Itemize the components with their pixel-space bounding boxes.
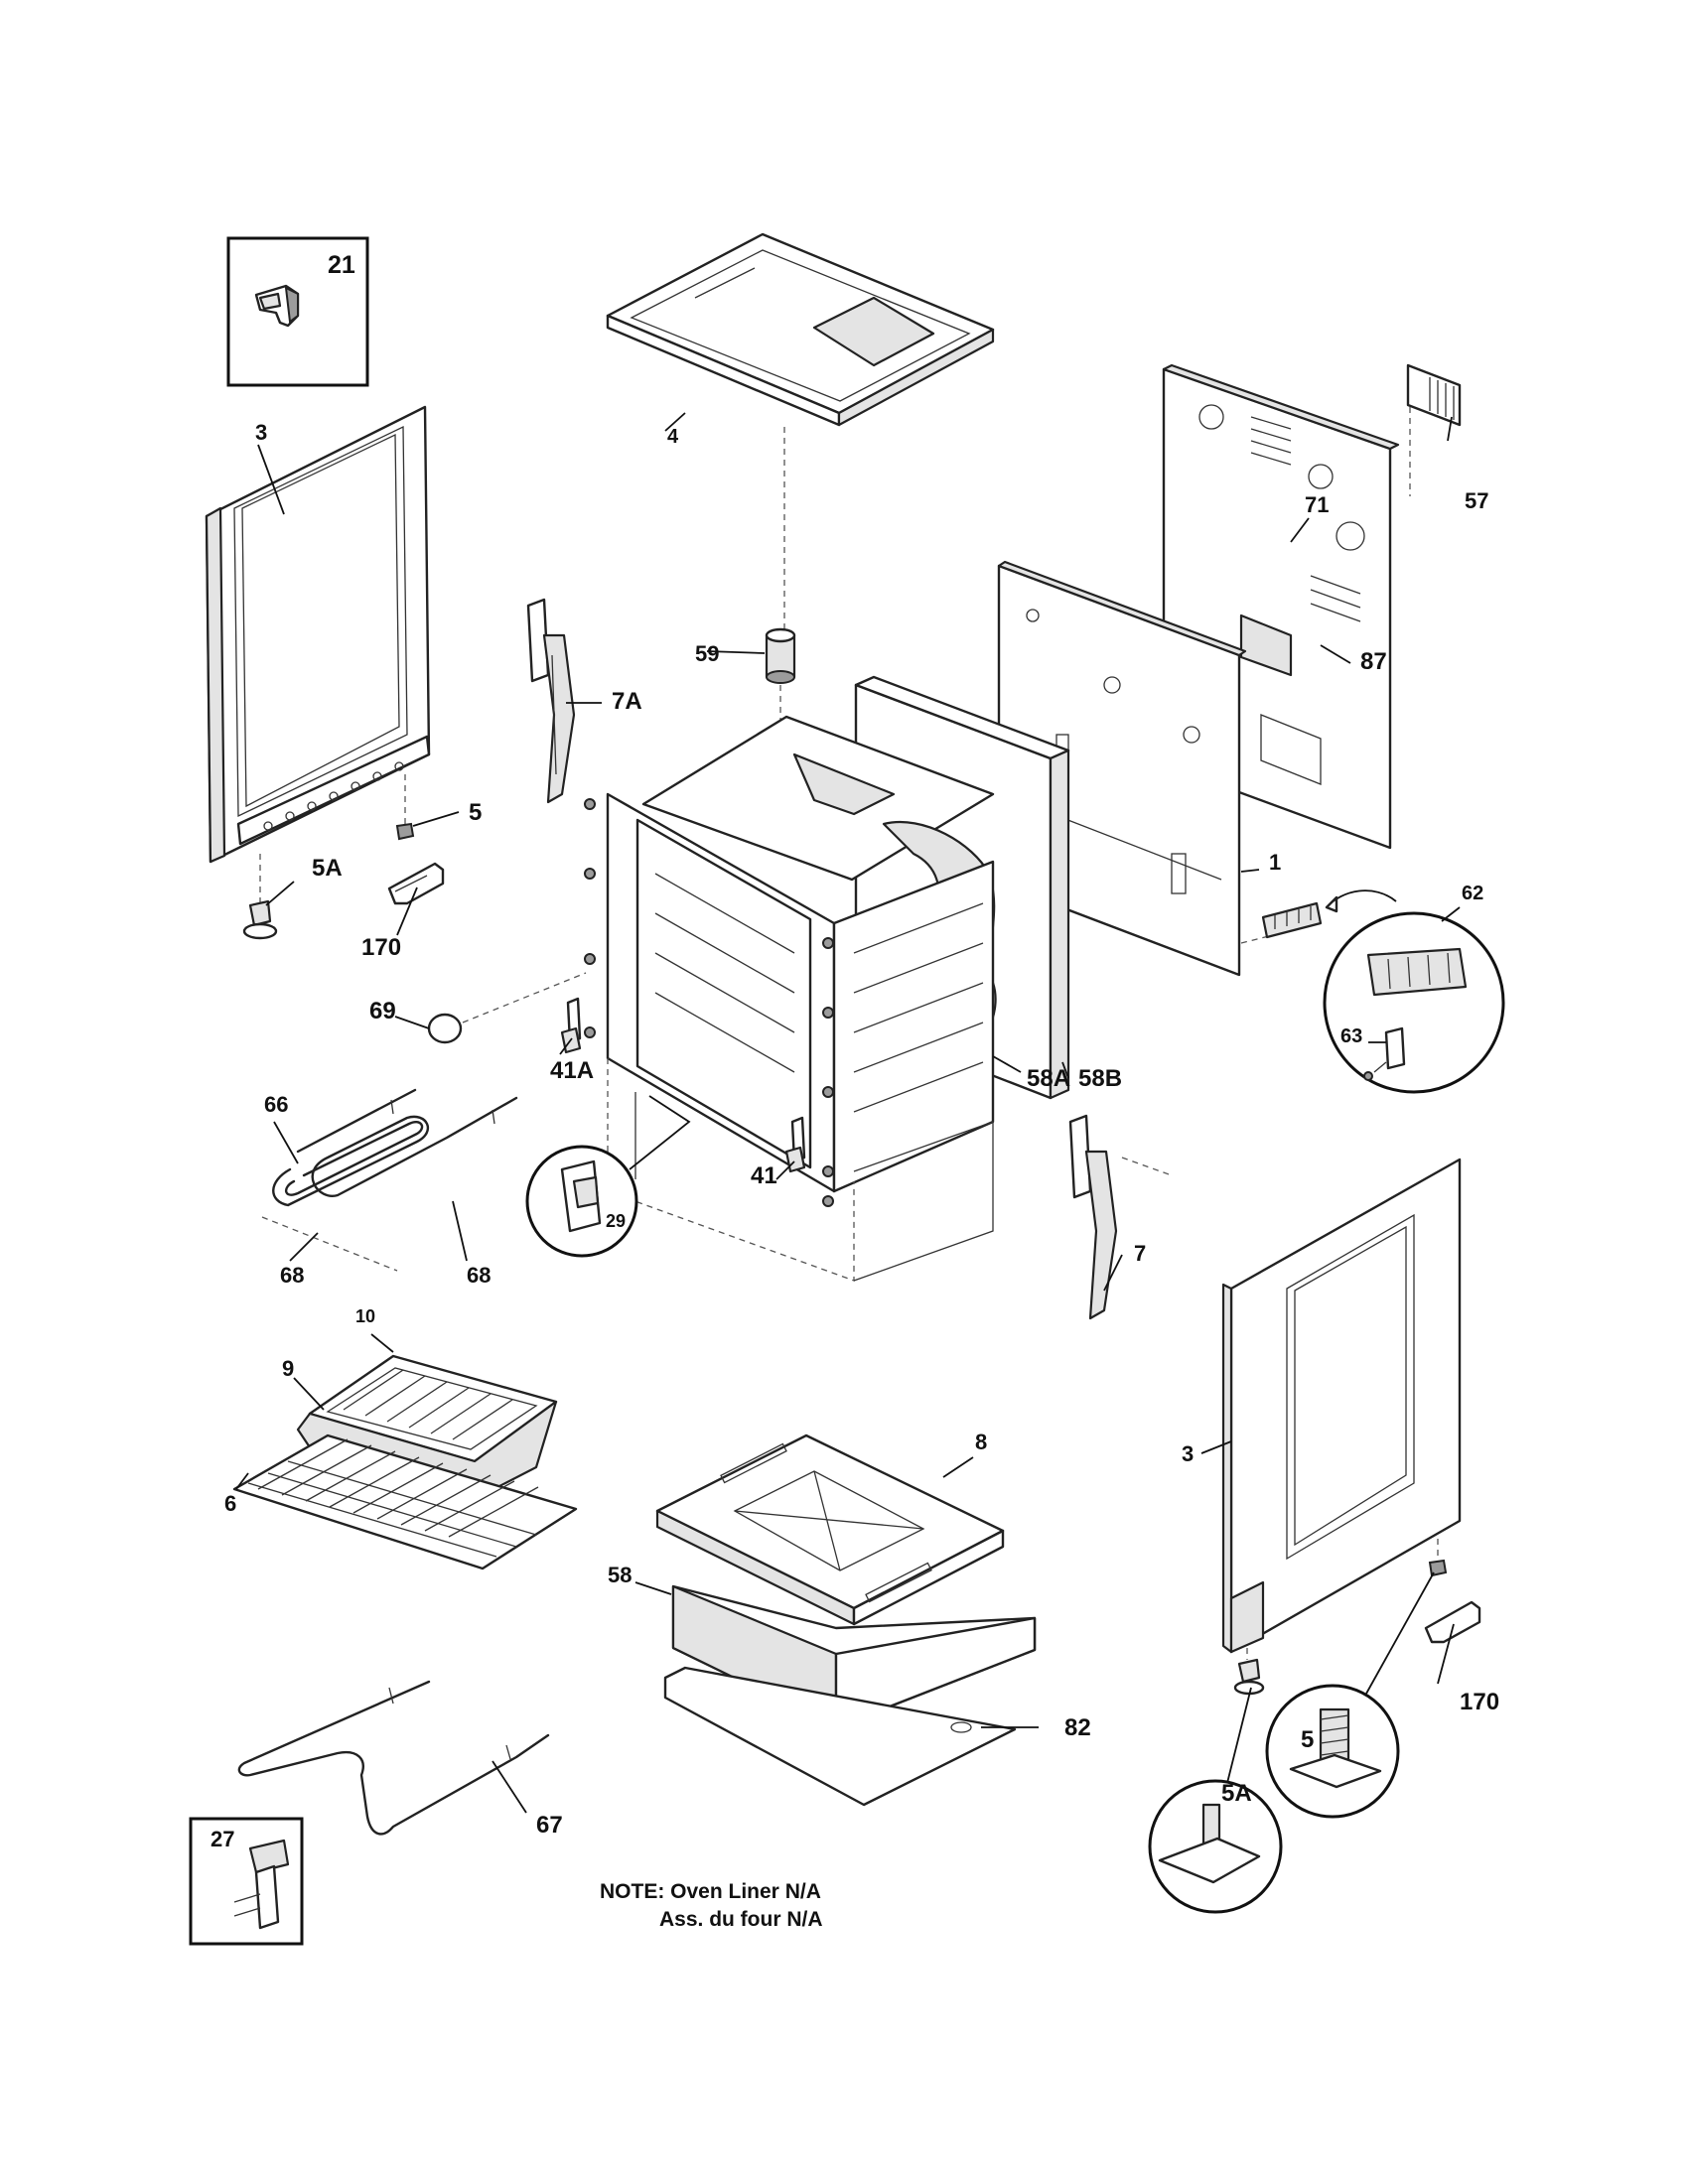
part-6-label: 6: [224, 1491, 236, 1516]
bake-element: [261, 1088, 518, 1272]
part-62-label: 62: [1462, 883, 1483, 904]
part-63-label: 63: [1340, 1025, 1362, 1047]
clip-41: [784, 1116, 806, 1173]
note-line-1: NOTE: Oven Liner N/A: [600, 1880, 821, 1903]
oven-cavity: [584, 675, 1070, 1282]
oven-rack: [232, 1433, 578, 1570]
part-7a-label: 7A: [612, 688, 642, 715]
part-5a-inset: [1148, 1687, 1283, 1914]
part-67-label: 67: [536, 1812, 563, 1839]
part-5-right-label: 5: [1301, 1726, 1314, 1753]
vent-cover-57: [1406, 363, 1462, 496]
left-leveling-leg: [242, 774, 445, 940]
left-side-panel: [205, 405, 431, 864]
part-58-label: 58: [608, 1563, 632, 1587]
part-7-label: 7: [1134, 1241, 1146, 1266]
part-5-inset: [1265, 1571, 1435, 1819]
part-27-inset: [189, 1817, 304, 1946]
terminal-block: [1261, 889, 1397, 939]
part-3-left-label: 3: [255, 420, 267, 445]
right-side-panel: [1221, 1158, 1462, 1654]
part-5-left-label: 5: [469, 799, 482, 826]
part-59-label: 59: [695, 641, 719, 666]
broil-element: [237, 1680, 550, 1836]
part-58a-label: 58A: [1027, 1065, 1070, 1092]
part-9-label: 9: [282, 1356, 294, 1381]
part-8-label: 8: [975, 1430, 987, 1454]
part-170-right-label: 170: [1460, 1689, 1499, 1715]
hinge-7: [1068, 1114, 1173, 1320]
part-41a-label: 41A: [550, 1057, 594, 1084]
part-68-right-label: 68: [467, 1263, 491, 1288]
part-170-left-label: 170: [361, 934, 401, 961]
part-82-label: 82: [1064, 1714, 1091, 1741]
part-41-label: 41: [751, 1162, 777, 1189]
part-4-label: 4: [667, 426, 679, 448]
part-10-label: 10: [355, 1306, 375, 1326]
right-leveling-leg: [1233, 1539, 1481, 1696]
leader-lines: [235, 412, 1461, 1814]
clip-41a: [560, 997, 582, 1054]
drawer-bottom: [663, 1666, 1017, 1807]
hinge-7a: [526, 598, 576, 804]
broiler-pan: [296, 1354, 558, 1505]
part-66-label: 66: [264, 1092, 288, 1117]
part-5a-left-label: 5A: [312, 855, 343, 882]
part-69-label: 69: [369, 998, 396, 1024]
drawer-liner: [655, 1433, 1005, 1626]
part-68-left-label: 68: [280, 1263, 304, 1288]
part-58b-label: 58B: [1078, 1065, 1122, 1092]
part-29-label: 29: [606, 1211, 626, 1231]
part-3-right-label: 3: [1182, 1441, 1194, 1466]
part-27-label: 27: [211, 1827, 234, 1851]
part-57-label: 57: [1465, 488, 1488, 513]
part-21-inset: [226, 236, 369, 387]
part-5a-right-label: 5A: [1221, 1780, 1252, 1807]
top-panel: [606, 232, 995, 635]
part-71-label: 71: [1305, 492, 1329, 517]
part-21-label: 21: [328, 251, 355, 279]
note-line-2: Ass. du four N/A: [659, 1908, 823, 1931]
part-29-inset: [525, 1095, 691, 1258]
part-1-label: 1: [1269, 850, 1281, 875]
part-62-inset: [1323, 911, 1505, 1094]
part-87-label: 87: [1360, 648, 1387, 675]
